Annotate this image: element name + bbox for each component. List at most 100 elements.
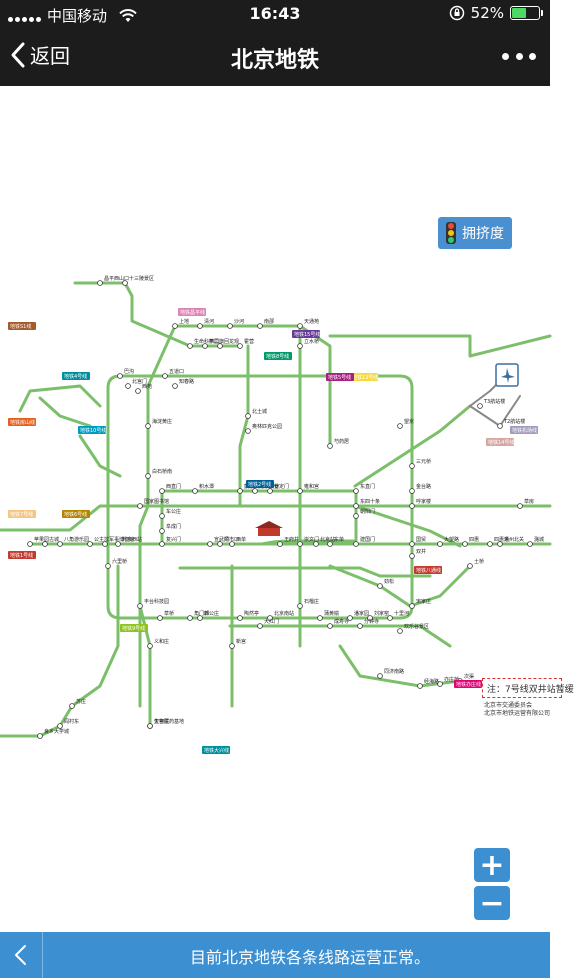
station-label[interactable]: 北京南站 [274,610,294,617]
station-dot[interactable] [327,443,333,449]
station-label[interactable]: 复兴门 [166,536,181,543]
station-label[interactable]: 雍和宫 [304,483,319,490]
station-dot[interactable] [245,413,251,419]
station-dot[interactable] [157,615,163,621]
station-label[interactable]: 北土城 [252,408,267,415]
station-label[interactable]: 天通苑 [304,318,319,325]
station-dot[interactable] [353,488,359,494]
station-dot[interactable] [437,681,443,687]
station-dot[interactable] [187,615,193,621]
station-label[interactable]: 土桥 [474,558,484,565]
station-label[interactable]: 通州北关 [504,536,524,543]
station-label[interactable]: 芍药居 [334,438,349,445]
station-label[interactable]: 北宫门 [132,378,147,385]
station-label[interactable]: 阎村东 [64,718,79,725]
station-label[interactable]: 大望路 [444,536,459,543]
station-label[interactable]: 西单 [236,536,246,543]
station-dot[interactable] [147,643,153,649]
station-label[interactable]: 郭公庄 [204,610,219,617]
station-dot[interactable] [172,383,178,389]
station-dot[interactable] [115,541,121,547]
station-label[interactable]: 安定门 [274,483,289,490]
station-dot[interactable] [207,541,213,547]
zoom-out-button[interactable]: − [474,886,510,921]
station-dot[interactable] [57,723,63,729]
station-dot[interactable] [102,541,108,547]
station-label[interactable]: 草房 [524,498,534,505]
station-label[interactable]: 清河 [204,318,214,325]
station-dot[interactable] [313,541,319,547]
station-dot[interactable] [37,733,43,739]
station-dot[interactable] [297,541,303,547]
station-dot[interactable] [202,343,208,349]
station-dot[interactable] [317,615,323,621]
station-label[interactable]: 六里桥 [112,558,127,565]
station-dot[interactable] [257,323,263,329]
station-dot[interactable] [229,643,235,649]
station-dot[interactable] [237,615,243,621]
station-dot[interactable] [159,513,165,519]
station-label[interactable]: 刘家窑 [374,610,389,617]
station-dot[interactable] [297,603,303,609]
station-dot[interactable] [437,541,443,547]
station-label[interactable]: 公主坟 [94,536,109,543]
station-label[interactable]: 军事博物馆 [109,536,134,543]
station-label[interactable]: 立水桥 [304,338,319,345]
station-label[interactable]: 次渠 [464,673,474,680]
station-dot[interactable] [145,473,151,479]
station-label[interactable]: 西二旗 [209,338,224,345]
station-dot[interactable] [145,423,151,429]
station-label[interactable]: 南邵 [264,318,274,325]
line-tag[interactable]: 地铁9号线 [120,624,148,632]
station-dot[interactable] [377,673,383,679]
line-tag[interactable]: 地铁昌平线 [178,308,206,316]
station-dot[interactable] [267,488,273,494]
station-label[interactable]: 东四十条 [360,498,380,505]
line-tag[interactable]: 地铁15号线 [292,330,320,338]
station-dot[interactable] [353,513,359,519]
station-label[interactable]: 回龙观 [224,338,239,345]
station-dot[interactable] [197,323,203,329]
station-label[interactable]: 海淀黄庄 [152,418,172,425]
station-label[interactable]: 石榴庄 [304,598,319,605]
station-label[interactable]: 北京西站 [122,536,142,543]
station-label[interactable]: 四惠东 [494,536,509,543]
station-label[interactable]: 劲松 [384,578,394,585]
station-dot[interactable] [497,541,503,547]
station-label[interactable]: 东单 [334,536,344,543]
station-dot[interactable] [409,503,415,509]
station-dot[interactable] [147,723,153,729]
station-label[interactable]: 崇文门 [304,536,319,543]
zoom-in-button[interactable]: + [474,848,510,883]
station-dot[interactable] [97,280,103,286]
station-dot[interactable] [252,488,258,494]
station-label[interactable]: 建国门 [360,536,375,543]
station-dot[interactable] [137,603,143,609]
line-tag[interactable]: 地铁八通线 [414,566,442,574]
line-tag[interactable]: 地铁房山线 [8,418,36,426]
station-dot[interactable] [159,488,165,494]
more-options-button[interactable] [502,44,536,68]
station-label[interactable]: 望京 [404,418,414,425]
station-label[interactable]: 西直门 [166,483,181,490]
station-label[interactable]: 霍营 [244,338,254,345]
station-dot[interactable] [462,541,468,547]
station-label[interactable]: 同济南路 [384,668,404,675]
line-tag[interactable]: 地铁S1线 [8,322,36,330]
station-label[interactable]: 双井 [416,548,426,555]
station-dot[interactable] [117,373,123,379]
station-label[interactable]: 北京站 [320,536,335,543]
line-tag[interactable]: 地铁亦庄线 [454,680,482,688]
line-tag[interactable]: 地铁7号线 [8,510,36,518]
line-tag[interactable]: 地铁13号线 [350,373,378,381]
station-label[interactable]: 四惠 [469,536,479,543]
station-label[interactable]: 生命科学园 [194,338,219,345]
station-dot[interactable] [297,488,303,494]
station-label[interactable]: 五道口 [169,368,184,375]
station-dot[interactable] [125,383,131,389]
station-label[interactable]: 宣武门 [214,536,229,543]
station-dot[interactable] [327,541,333,547]
station-label[interactable]: 上地 [179,318,189,325]
line-tag[interactable]: 地铁大兴线 [202,746,230,754]
line-tag[interactable]: 地铁8号线 [264,352,292,360]
